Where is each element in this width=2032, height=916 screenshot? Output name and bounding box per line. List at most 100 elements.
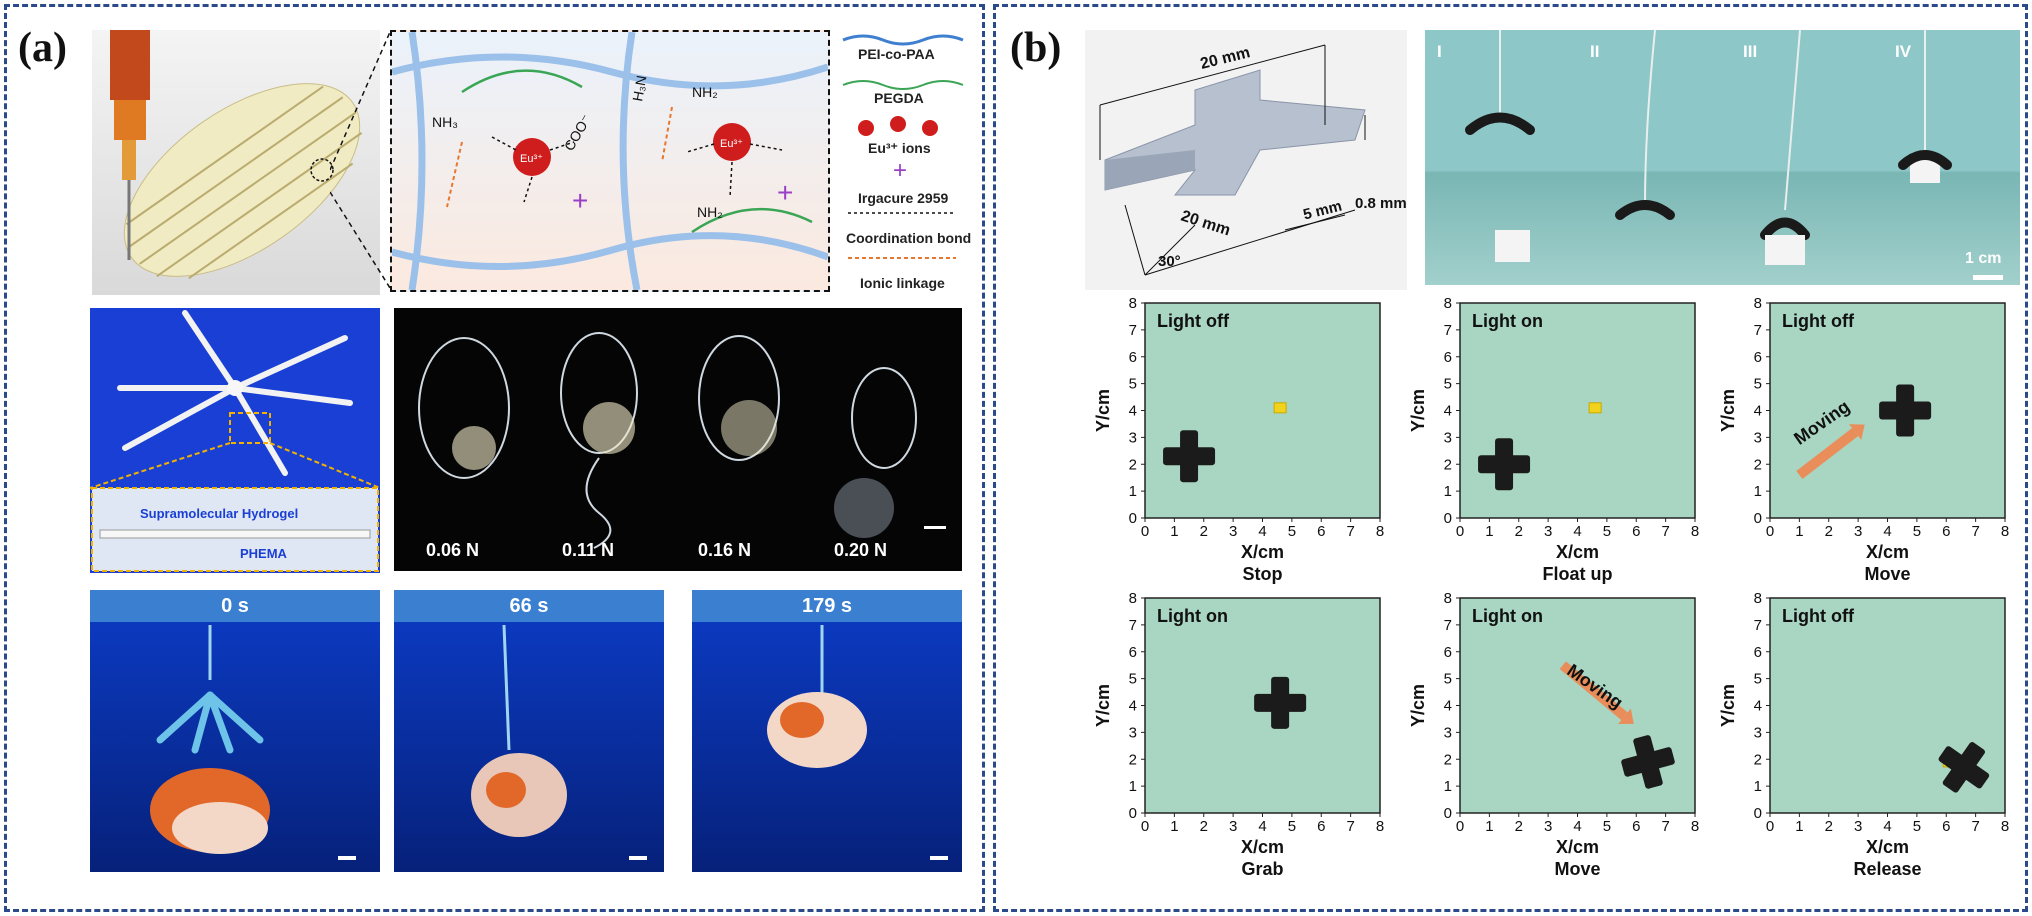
plot-caption: Move bbox=[1554, 859, 1600, 879]
y-tick-label: 3 bbox=[1129, 429, 1137, 446]
y-tick-label: 1 bbox=[1754, 778, 1762, 795]
x-axis-label: X/cm bbox=[1241, 542, 1284, 562]
y-tick-label: 3 bbox=[1129, 724, 1137, 741]
y-tick-label: 5 bbox=[1754, 671, 1762, 688]
robot-cross bbox=[1163, 430, 1216, 483]
light-state-label: Light off bbox=[1782, 311, 1855, 331]
y-tick-label: 4 bbox=[1444, 403, 1452, 420]
svg-text:+: + bbox=[572, 185, 588, 216]
legend: + PEI-co-PAA PEGDA Eu³⁺ ions Irgacure 29… bbox=[838, 30, 978, 300]
force-label-3: 0.16 N bbox=[698, 540, 752, 560]
x-tick-label: 0 bbox=[1766, 818, 1774, 835]
zoom-lines bbox=[330, 31, 391, 289]
y-axis-label: Y/cm bbox=[1718, 389, 1738, 432]
x-tick-label: 7 bbox=[1971, 818, 1979, 835]
y-axis-label: Y/cm bbox=[1408, 389, 1428, 432]
stage-I: I bbox=[1437, 42, 1442, 61]
plot-caption: Move bbox=[1864, 564, 1910, 584]
x-tick-label: 7 bbox=[1346, 818, 1354, 835]
y-tick-label: 0 bbox=[1754, 510, 1762, 527]
x-tick-label: 8 bbox=[1691, 818, 1699, 835]
panel-b-label: (b) bbox=[1010, 25, 1062, 71]
y-tick-label: 2 bbox=[1754, 456, 1762, 473]
y-tick-label: 2 bbox=[1129, 751, 1137, 768]
x-tick-label: 4 bbox=[1573, 818, 1581, 835]
svg-text:COO⁻: COO⁻ bbox=[561, 111, 594, 153]
y-tick-label: 0 bbox=[1444, 510, 1452, 527]
plot-caption: Float up bbox=[1543, 564, 1613, 584]
stage-III: III bbox=[1743, 42, 1758, 61]
stage-II: II bbox=[1590, 42, 1600, 61]
light-state-label: Light off bbox=[1157, 311, 1230, 331]
y-tick-label: 8 bbox=[1129, 295, 1137, 312]
x-tick-label: 3 bbox=[1854, 818, 1862, 835]
x-tick-label: 6 bbox=[1632, 523, 1640, 540]
grab-sequence-photo: I II III IV 1 cm bbox=[1425, 30, 2020, 285]
x-tick-label: 3 bbox=[1544, 818, 1552, 835]
x-tick-label: 1 bbox=[1795, 523, 1803, 540]
svg-text:H₃N: H₃N bbox=[629, 74, 649, 102]
force-label-4: 0.20 N bbox=[834, 540, 888, 560]
y-tick-label: 8 bbox=[1444, 590, 1452, 607]
y-tick-label: 7 bbox=[1754, 322, 1762, 339]
x-tick-label: 6 bbox=[1942, 818, 1950, 835]
x-tick-label: 0 bbox=[1456, 818, 1464, 835]
y-tick-label: 0 bbox=[1129, 805, 1137, 822]
x-tick-label: 8 bbox=[2001, 523, 2009, 540]
y-tick-label: 7 bbox=[1444, 322, 1452, 339]
x-tick-label: 4 bbox=[1573, 523, 1581, 540]
molecular-schematic: Eu³⁺ Eu³⁺ NH₃ NH₂ NH₂ COO⁻ H₃N + + bbox=[390, 30, 830, 292]
x-tick-label: 5 bbox=[1913, 818, 1921, 835]
panel-b-frame bbox=[993, 4, 2028, 912]
label-phema: PHEMA bbox=[240, 546, 287, 561]
x-tick-label: 8 bbox=[1376, 523, 1384, 540]
x-tick-label: 8 bbox=[1691, 523, 1699, 540]
legend-item-ionic: Ionic linkage bbox=[860, 275, 945, 291]
motion-arrow bbox=[1559, 661, 1628, 721]
y-tick-label: 7 bbox=[1444, 617, 1452, 634]
fish-photo-3: 179 s bbox=[692, 590, 962, 872]
time-label-2: 66 s bbox=[394, 590, 664, 622]
x-tick-label: 1 bbox=[1170, 818, 1178, 835]
y-tick-label: 1 bbox=[1129, 778, 1137, 795]
robot-cross bbox=[1879, 384, 1932, 437]
time-label-1: 0 s bbox=[90, 590, 380, 622]
x-tick-label: 1 bbox=[1170, 523, 1178, 540]
x-tick-label: 4 bbox=[1258, 818, 1266, 835]
y-tick-label: 8 bbox=[1754, 590, 1762, 607]
x-axis-label: X/cm bbox=[1866, 837, 1909, 857]
x-tick-label: 2 bbox=[1825, 818, 1833, 835]
force-label-1: 0.06 N bbox=[426, 540, 480, 560]
panel-a-frame bbox=[4, 4, 985, 912]
x-tick-label: 0 bbox=[1141, 818, 1149, 835]
x-tick-label: 6 bbox=[1317, 523, 1325, 540]
x-tick-label: 1 bbox=[1795, 818, 1803, 835]
y-tick-label: 5 bbox=[1129, 671, 1137, 688]
y-tick-label: 1 bbox=[1444, 483, 1452, 500]
x-axis-label: X/cm bbox=[1556, 542, 1599, 562]
x-axis-label: X/cm bbox=[1241, 837, 1284, 857]
svg-text:+: + bbox=[893, 157, 907, 184]
y-tick-label: 3 bbox=[1444, 724, 1452, 741]
y-tick-label: 8 bbox=[1444, 295, 1452, 312]
y-tick-label: 7 bbox=[1754, 617, 1762, 634]
light-state-label: Light off bbox=[1782, 606, 1855, 626]
x-tick-label: 8 bbox=[2001, 818, 2009, 835]
light-state-label: Light on bbox=[1472, 606, 1543, 626]
x-tick-label: 8 bbox=[1376, 818, 1384, 835]
x-tick-label: 0 bbox=[1766, 523, 1774, 540]
legend-item-eu: Eu³⁺ ions bbox=[868, 140, 931, 156]
motion-arrow bbox=[1796, 428, 1859, 479]
y-axis-label: Y/cm bbox=[1093, 684, 1113, 727]
x-tick-label: 4 bbox=[1883, 523, 1891, 540]
x-tick-label: 1 bbox=[1485, 523, 1493, 540]
y-tick-label: 0 bbox=[1444, 805, 1452, 822]
x-tick-label: 2 bbox=[1825, 523, 1833, 540]
y-tick-label: 6 bbox=[1754, 644, 1762, 661]
y-tick-label: 6 bbox=[1129, 349, 1137, 366]
light-state-label: Light on bbox=[1472, 311, 1543, 331]
